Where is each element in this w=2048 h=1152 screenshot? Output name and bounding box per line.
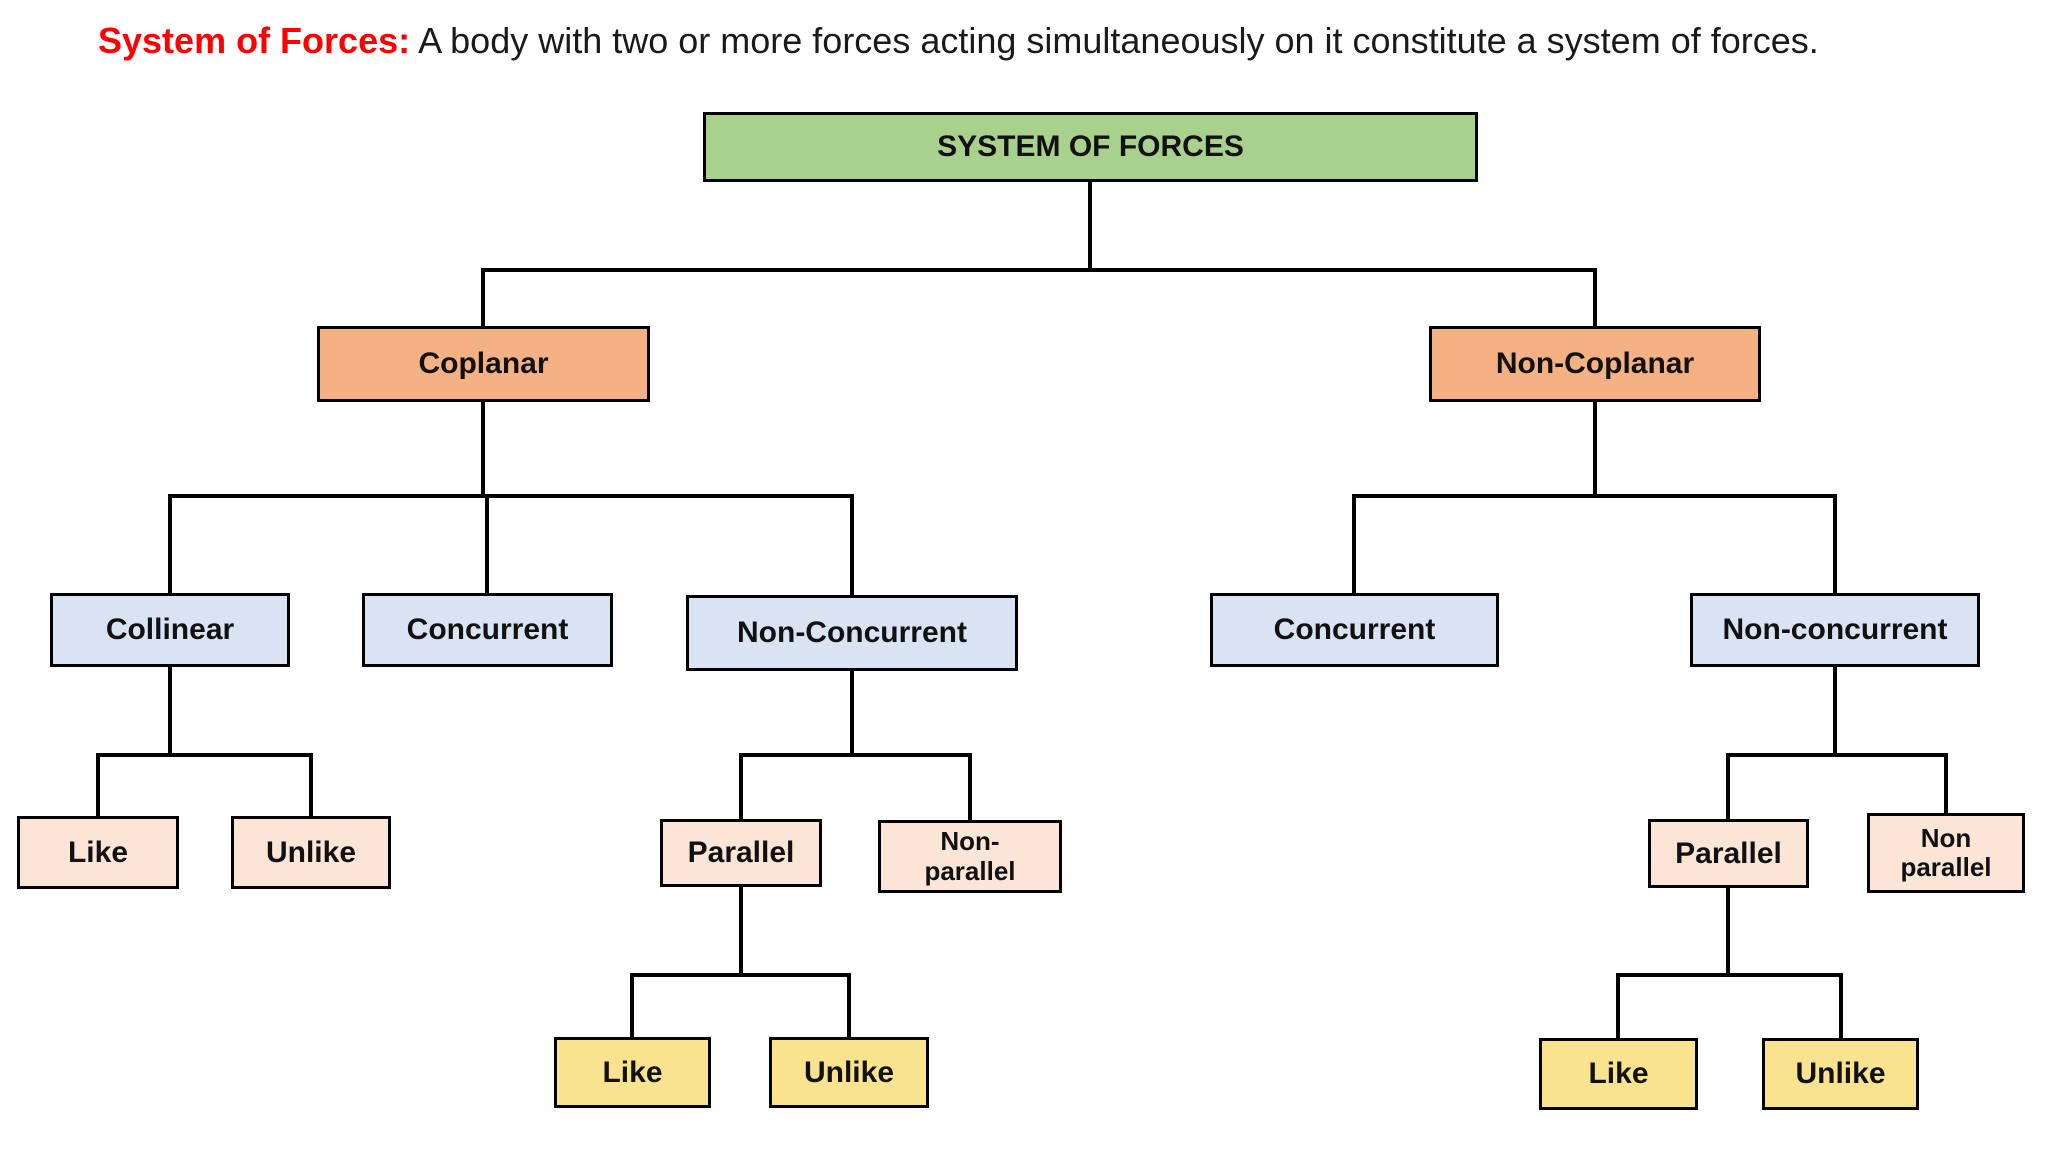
connector-line <box>630 973 851 977</box>
connector-line <box>850 671 854 757</box>
connector-line <box>850 494 854 597</box>
connector-line <box>96 753 100 818</box>
connector-line <box>739 887 743 977</box>
node-coplanar: Coplanar <box>317 326 650 402</box>
connector-line <box>1616 973 1843 977</box>
connector-line <box>847 973 851 1039</box>
node-like-parallel-non-coplanar: Like <box>1539 1038 1698 1110</box>
node-concurrent-coplanar: Concurrent <box>362 593 613 667</box>
connector-line <box>1944 753 1948 815</box>
connector-line <box>968 753 972 822</box>
node-like-collinear: Like <box>17 816 179 889</box>
node-unlike-parallel-non-coplanar: Unlike <box>1762 1038 1919 1110</box>
connector-line <box>739 753 972 757</box>
node-parallel-non-coplanar: Parallel <box>1648 819 1809 888</box>
connector-line <box>630 973 634 1039</box>
node-unlike-collinear: Unlike <box>231 816 391 889</box>
connector-line <box>481 268 485 328</box>
connector-line <box>168 494 172 595</box>
node-non-parallel-non-coplanar: Non parallel <box>1867 813 2025 893</box>
connector-line <box>485 494 489 595</box>
connector-line <box>309 753 313 818</box>
connector-line <box>739 753 743 821</box>
page-title: System of Forces: A body with two or mor… <box>98 20 1819 62</box>
connector-line <box>168 494 854 498</box>
node-system-of-forces: SYSTEM OF FORCES <box>703 112 1478 182</box>
connector-line <box>1593 402 1597 498</box>
node-non-coplanar: Non-Coplanar <box>1429 326 1761 402</box>
connector-line <box>1833 494 1837 595</box>
connector-line <box>481 402 485 498</box>
connector-line <box>1593 268 1597 328</box>
node-collinear: Collinear <box>50 593 290 667</box>
connector-line <box>1352 494 1837 498</box>
connector-line <box>1616 973 1620 1040</box>
connector-line <box>1833 667 1837 757</box>
node-like-parallel-coplanar: Like <box>554 1037 711 1108</box>
connector-line <box>1726 888 1730 977</box>
node-non-parallel-coplanar: Non- parallel <box>878 820 1062 893</box>
node-non-concurrent-non-coplanar: Non-concurrent <box>1690 593 1980 667</box>
node-parallel-coplanar: Parallel <box>660 819 822 887</box>
connector-line <box>96 753 313 757</box>
connector-line <box>1088 182 1092 272</box>
node-non-concurrent-coplanar: Non-Concurrent <box>686 595 1018 671</box>
connector-line <box>481 268 1597 272</box>
node-unlike-parallel-coplanar: Unlike <box>769 1037 929 1108</box>
connector-line <box>1726 753 1730 821</box>
connector-line <box>1839 973 1843 1040</box>
node-concurrent-non-coplanar: Concurrent <box>1210 593 1499 667</box>
connector-line <box>168 667 172 757</box>
title-definition: A body with two or more forces acting si… <box>410 20 1819 61</box>
connector-line <box>1726 753 1948 757</box>
connector-line <box>1352 494 1356 595</box>
title-term: System of Forces: <box>98 20 411 61</box>
